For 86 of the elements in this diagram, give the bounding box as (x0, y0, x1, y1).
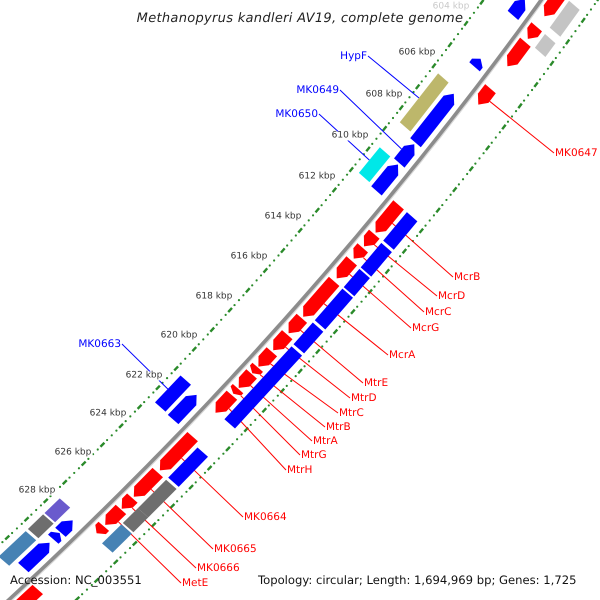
tick-label: 606 kbp (398, 48, 436, 58)
gene-label: MK0666 (197, 562, 240, 574)
gene-label: McrB (454, 272, 480, 282)
gene-block (288, 314, 308, 334)
gene-label: MtrE (364, 378, 388, 388)
gene-label: MtrH (287, 464, 312, 476)
leader-line (489, 100, 554, 154)
gene-block (168, 448, 208, 487)
gene-label: MK0664 (244, 512, 287, 522)
gene-block (314, 288, 353, 330)
gene-block (303, 276, 340, 317)
gene-label: McrA (389, 350, 416, 360)
gene-block (230, 384, 244, 396)
gene-label: MK0650 (275, 108, 318, 120)
gene-block (0, 531, 36, 566)
gene-block (358, 147, 390, 182)
gene-label: McrG (412, 322, 440, 334)
gene-block (138, 480, 177, 518)
gene-block (383, 212, 418, 250)
gene-block (258, 347, 278, 367)
gene-block (55, 520, 73, 537)
footer-text: Accession: NC_003551 (10, 575, 142, 587)
gene-block (102, 524, 132, 553)
tick-label: 622 kbp (124, 372, 164, 380)
gene-block (250, 362, 263, 375)
gene-label: MtrD (351, 392, 377, 404)
tick-label: 626 kbp (54, 448, 92, 458)
gene-label: MK0665 (214, 544, 257, 554)
gene-block (376, 200, 404, 233)
tick-label: 616 kbp (230, 252, 268, 262)
gene-block (478, 84, 496, 105)
gene-label: McrC (425, 306, 452, 318)
gene-block (95, 522, 110, 534)
gene-block (394, 144, 414, 168)
gene-label: MetE (182, 578, 208, 588)
gene-block (105, 504, 126, 525)
gene-block (48, 532, 62, 544)
gene-label: MK0663 (78, 338, 121, 350)
tick-label: 612 kbp (298, 172, 336, 182)
gene-block (224, 346, 302, 428)
gene-block (344, 268, 370, 296)
gene-block (238, 369, 257, 388)
tick-label: 628 kbp (18, 486, 56, 496)
gene-block (371, 164, 398, 196)
leader-line (181, 458, 244, 518)
gene-block (294, 322, 324, 354)
gene-block (527, 22, 542, 39)
leader-line (340, 90, 402, 150)
gene-block (18, 542, 50, 572)
gene-label: MtrB (326, 422, 351, 432)
leader-line (368, 56, 420, 98)
gene-block (360, 242, 392, 277)
gene-block (550, 0, 580, 37)
gene-block (544, 0, 568, 16)
gene-block (410, 94, 454, 148)
gene-block (160, 432, 198, 470)
gene-label: MK0649 (296, 84, 339, 96)
gene-label: MK0647 (555, 148, 598, 158)
gene-block (336, 256, 357, 278)
gene-block (28, 514, 54, 538)
gene-block (44, 498, 70, 522)
gene-block (134, 468, 163, 497)
gene-block (469, 58, 483, 72)
tick-label: 618 kbp (194, 292, 234, 302)
gene-block (122, 508, 148, 532)
gene-block (507, 38, 531, 66)
map-title: Methanopyrus kandleri AV19, complete genome (136, 11, 464, 26)
gene-label: MtrA (313, 436, 338, 446)
tick-label: 614 kbp (264, 212, 302, 222)
gene-label: MtrG (301, 450, 327, 460)
tick-label: 624 kbp (88, 410, 128, 418)
footer-text: Topology: circular; Length: 1,694,969 bp; Genes: 1,725 (258, 575, 576, 587)
gene-block (168, 394, 197, 424)
gene-block (364, 230, 380, 246)
tick-label: 610 kbp (330, 132, 370, 140)
tick-label: 608 kbp (364, 90, 404, 100)
gene-block (534, 34, 556, 57)
gene-label: McrD (438, 290, 466, 302)
gene-label: MtrC (339, 408, 364, 418)
gene-block (508, 0, 526, 20)
tick-label: 620 kbp (160, 332, 198, 340)
leader-line (118, 521, 182, 584)
gene-block (216, 390, 238, 413)
leader-line (150, 488, 214, 550)
gene-block (353, 243, 368, 259)
gene-label: HypF (340, 50, 367, 62)
